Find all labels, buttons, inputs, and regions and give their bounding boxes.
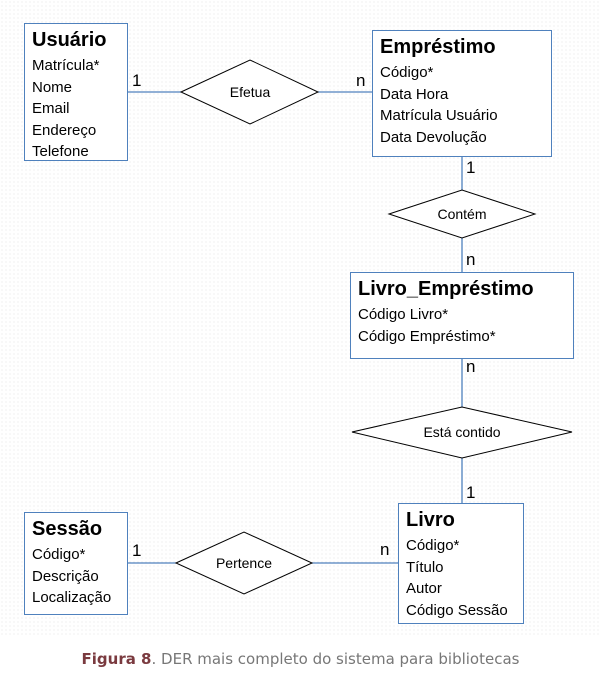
- entity-usuario-attr: Matrícula*: [32, 57, 100, 74]
- cardinality-pertence-sessao: 1: [132, 541, 142, 560]
- entity-livro-emprestimo-title: Livro_Empréstimo: [358, 278, 534, 300]
- entity-livro-title: Livro: [406, 509, 455, 531]
- entity-sessao-attr: Código*: [32, 546, 86, 563]
- entity-livro-attr: Código Sessão: [406, 601, 508, 619]
- cardinality-efetua-emprestimo: n: [356, 71, 366, 90]
- entity-livro: Livro Código* Título Autor Código Sessão: [398, 503, 524, 624]
- cardinality-efetua-usuario: 1: [132, 71, 142, 90]
- cardinality-esta-contido-livro: 1: [466, 483, 476, 502]
- entity-sessao: Sessão Código* Descrição Localização: [24, 512, 128, 615]
- cardinality-pertence-livro: n: [380, 540, 390, 559]
- entity-usuario-attr: Endereço: [32, 121, 97, 139]
- entity-usuario-attr: Telefone: [32, 143, 89, 160]
- entity-livro-attr: Código*: [406, 537, 460, 554]
- cardinality-contem-livro-emprestimo: n: [466, 250, 476, 269]
- relationship-contem: Contém: [387, 189, 537, 239]
- entity-sessao-attr: Localização: [32, 589, 112, 606]
- figure-label: Figura 8: [81, 650, 152, 668]
- connector-layer: Efetua Contém Está contido Pertence: [128, 59, 573, 595]
- entity-usuario: Usuário Matrícula* Nome Email Endereço T…: [24, 23, 128, 161]
- entity-emprestimo-title: Empréstimo: [380, 36, 496, 58]
- relationship-esta-contido: Está contido: [351, 406, 573, 459]
- entity-emprestimo-attr: Data Devolução: [380, 128, 487, 146]
- entity-livro-emprestimo-attr: Código Livro*: [358, 306, 449, 323]
- entity-usuario-attr: Nome: [32, 78, 73, 96]
- entity-livro-emprestimo: Livro_Empréstimo Código Livro* Código Em…: [350, 272, 574, 359]
- entity-usuario-title: Usuário: [32, 29, 107, 51]
- entity-emprestimo: Empréstimo Código* Data Hora Matrícula U…: [372, 30, 552, 157]
- entity-sessao-attr: Descrição: [32, 567, 99, 585]
- diagram-canvas: Efetua Contém Está contido Pertence Usuá…: [0, 0, 601, 635]
- cardinality-contem-emprestimo: 1: [466, 158, 476, 177]
- relationship-pertence: Pertence: [174, 531, 314, 595]
- entity-emprestimo-attr: Data Hora: [380, 85, 449, 103]
- relationship-efetua: Efetua: [179, 59, 320, 125]
- relationship-esta-contido-label: Está contido: [423, 424, 500, 440]
- figure-caption: Figura 8. DER mais completo do sistema p…: [0, 650, 601, 668]
- entity-emprestimo-attr: Matrícula Usuário: [380, 107, 498, 124]
- entity-livro-attr: Título: [406, 558, 444, 576]
- entity-livro-emprestimo-attr: Código Empréstimo*: [358, 327, 496, 345]
- entity-usuario-attr: Email: [32, 100, 70, 117]
- entity-livro-attr: Autor: [406, 580, 442, 597]
- cardinality-esta-contido-livro-emprestimo: n: [466, 357, 476, 376]
- entity-sessao-title: Sessão: [32, 518, 103, 540]
- relationship-pertence-label: Pertence: [216, 555, 272, 571]
- figure-caption-text: . DER mais completo do sistema para bibl…: [151, 650, 520, 668]
- relationship-contem-label: Contém: [437, 206, 486, 222]
- relationship-efetua-label: Efetua: [230, 84, 271, 100]
- entity-emprestimo-attr: Código*: [380, 64, 434, 81]
